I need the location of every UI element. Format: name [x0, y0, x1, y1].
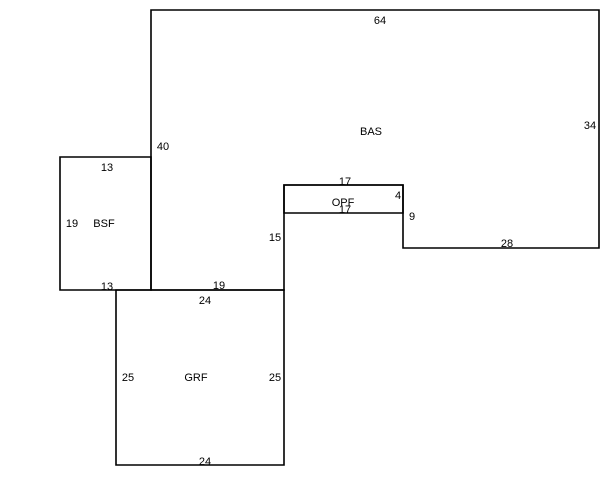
bas-outline[interactable]: [150, 9, 600, 291]
bas-dim-inner-right: 9: [409, 211, 415, 223]
grf-dim-left: 25: [122, 372, 134, 384]
bsf-dim-left: 19: [66, 218, 78, 230]
opf-label: OPF: [332, 197, 355, 209]
grf-dim-bottom: 24: [199, 456, 211, 468]
bsf-dim-top: 13: [101, 162, 113, 174]
grf-dim-top: 24: [199, 295, 211, 307]
bas-dim-inner-bottom: 17: [339, 204, 351, 216]
opf-dim-right: 4: [395, 190, 401, 202]
bas-dim-inner-left: 15: [269, 232, 281, 244]
bas-dim-bottom: 28: [501, 238, 513, 250]
bas-label: BAS: [360, 126, 382, 138]
bsf-dim-bottom: 13: [101, 281, 113, 293]
bas-dim-top: 64: [374, 15, 386, 27]
opf-dim-top: 17: [339, 176, 351, 188]
bsf-label: BSF: [93, 218, 115, 230]
grf-dim-right: 25: [269, 372, 281, 384]
bas-dim-left: 40: [157, 141, 169, 153]
bas-dim-lower-edge: 19: [213, 280, 225, 292]
grf-label: GRF: [184, 372, 208, 384]
opf-outline[interactable]: [283, 184, 404, 214]
grf-outline[interactable]: [115, 289, 285, 466]
bas-dim-right: 34: [584, 120, 596, 132]
